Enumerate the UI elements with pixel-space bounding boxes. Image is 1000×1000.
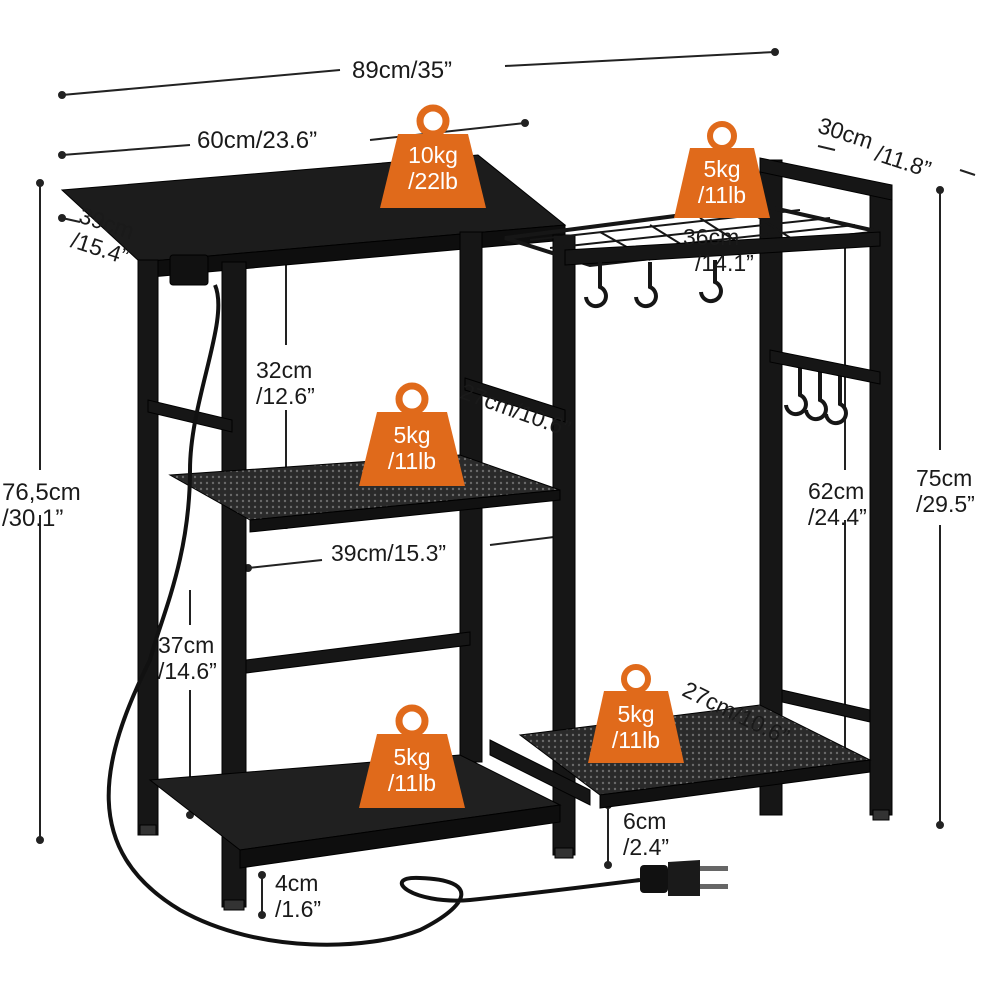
weight-badge-rack: 5kg /11lb — [672, 120, 772, 220]
upper-gap-label: 32cm/12.6” — [256, 357, 315, 409]
rack-width-label: 36cm/14.1” — [683, 224, 754, 276]
weight-icon — [588, 664, 684, 763]
right-unit-frame — [489, 157, 893, 821]
weight-badge-bottom-rack: 5kg /11lb — [586, 663, 686, 767]
weight-badge-top: 10kg /22lb — [378, 104, 488, 214]
shelf-width-label: 39cm/15.3” — [331, 540, 447, 566]
right-height-label: 75cm/29.5” — [916, 465, 975, 517]
weight-icon — [674, 121, 770, 218]
total-width-label: 89cm/35” — [352, 57, 453, 84]
right-clearance-label: 6cm/2.4” — [623, 808, 670, 860]
total-height-label: 76,5cm/30.1” — [2, 479, 81, 532]
power-cord — [106, 284, 641, 947]
weight-icon — [359, 704, 465, 808]
weight-icon — [359, 382, 465, 486]
weight-badge-bottom-shelf: 5kg /11lb — [357, 704, 467, 814]
lower-gap-label: 37cm/14.6” — [158, 632, 217, 684]
plug-icon — [640, 860, 728, 896]
rack-height-label: 62cm/24.4” — [808, 478, 867, 530]
weight-icon — [380, 104, 486, 208]
left-unit-frame — [60, 154, 576, 911]
weight-badge-middle-shelf: 5kg /11lb — [357, 382, 467, 492]
left-clearance-label: 4cm/1.6” — [275, 870, 322, 922]
top-width-label: 60cm/23.6” — [197, 127, 318, 154]
